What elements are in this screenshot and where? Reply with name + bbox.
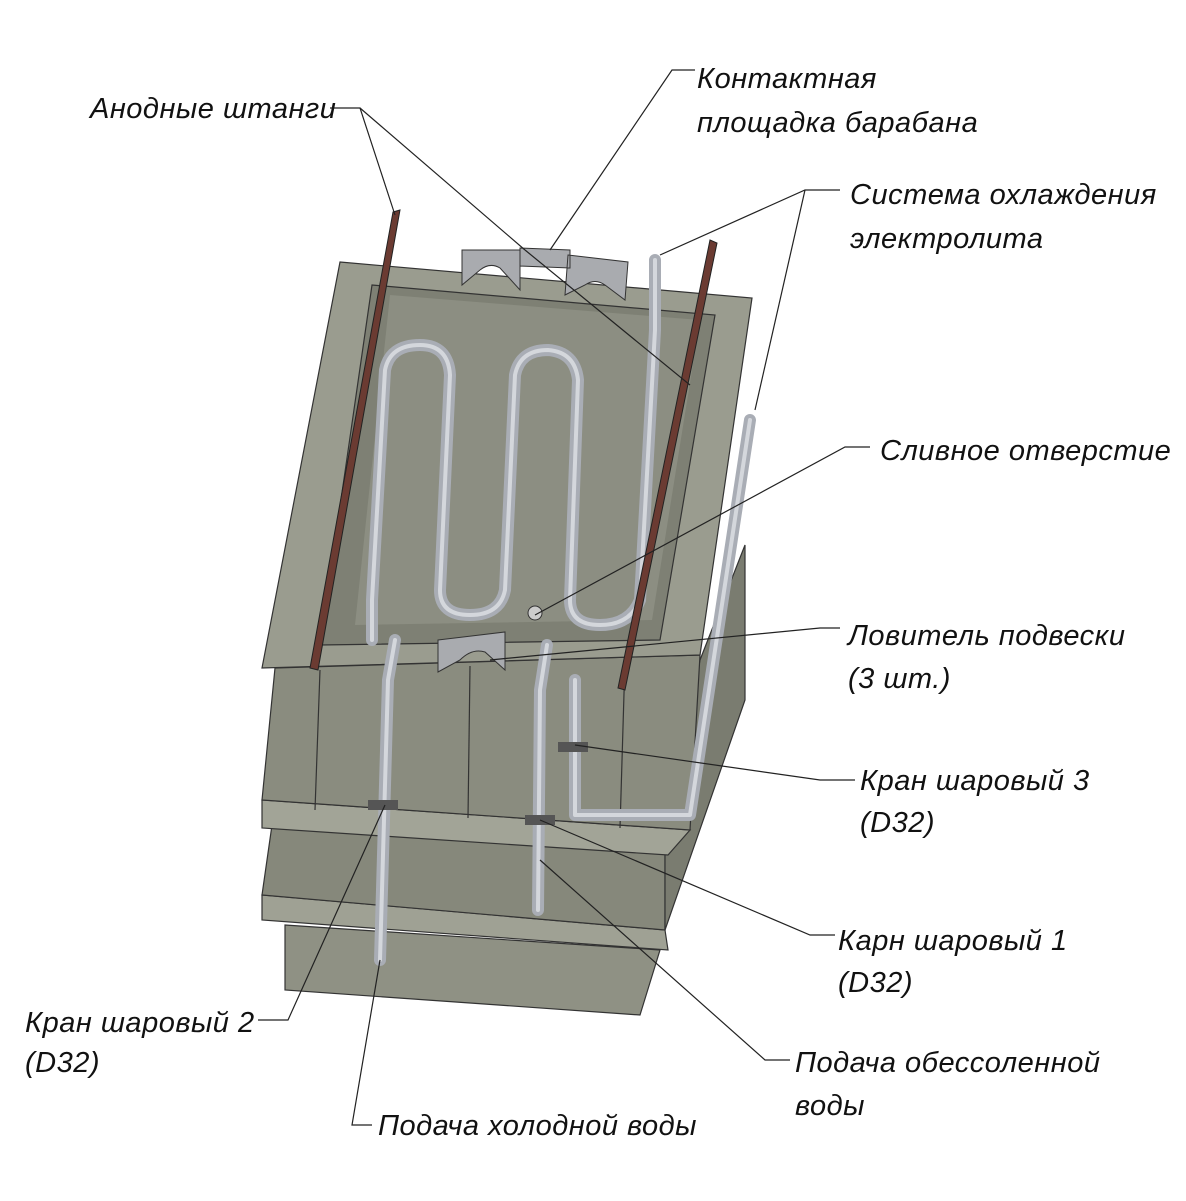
hanger-catcher [437,631,506,673]
label-valve-2: Кран шаровый 2 [25,1007,255,1039]
tank-upper-wall [261,654,701,831]
label-valve-1: Карн шаровый 1 [838,925,1068,957]
label-cooling-system-2: электролита [850,223,1044,255]
label-valve-1-2: (D32) [838,967,913,999]
label-contact-pad-2: площадка барабана [697,107,978,139]
label-valve-3: Кран шаровый 3 [860,765,1090,797]
label-demin-water: Подача обессоленной [795,1047,1100,1079]
label-demin-water-2: воды [795,1090,865,1122]
label-cooling-system: Система охлаждения [850,179,1157,211]
label-cold-water: Подача холодной воды [378,1110,697,1142]
label-contact-pad: Контактная [697,63,877,95]
label-valve-2-2: (D32) [25,1047,100,1079]
label-hanger-catcher-2: (3 шт.) [848,663,951,695]
anode-rod-right [617,239,718,691]
anode-rod-left [309,209,401,671]
label-drain: Сливное отверстие [880,435,1171,467]
leader-lines [258,69,870,1126]
label-valve-3-2: (D32) [860,807,935,839]
valve-3 [558,742,588,752]
label-anode-rods: Анодные штанги [88,93,336,125]
valve-2 [368,800,398,810]
label-hanger-catcher: Ловитель подвески [846,620,1126,652]
contact-pad [461,247,629,301]
drain-hole [527,605,543,621]
